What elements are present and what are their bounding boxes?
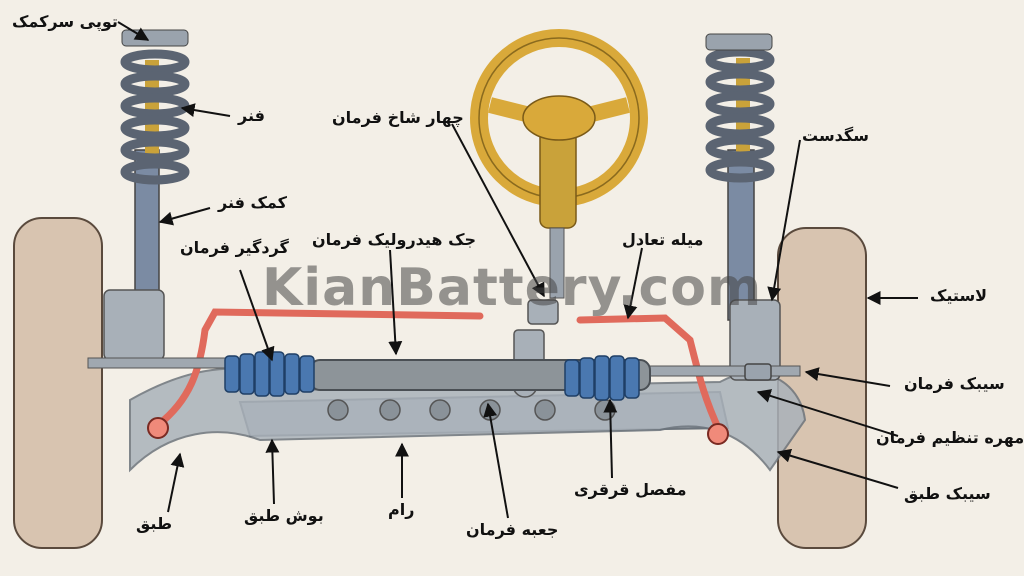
label-hydraulic-jack: جک هیدرولیک فرمان <box>312 230 476 249</box>
left-tire <box>13 217 103 549</box>
label-knuckle: سگدست <box>802 126 869 145</box>
tie-rod-right <box>639 365 801 377</box>
left-strut <box>103 29 190 361</box>
label-control-arm: طبق <box>136 514 173 533</box>
label-shock: کمک فنر <box>218 193 287 212</box>
label-stabilizer: میله تعادل <box>622 230 704 249</box>
boot-left <box>224 351 315 397</box>
label-strut-mount: توپی سرکمک <box>12 12 118 31</box>
leader-lines <box>117 21 918 519</box>
label-lower-ball: سیبک طبق <box>904 484 991 503</box>
label-steering-box: جعبه فرمان <box>466 520 559 539</box>
label-adjust-nut: مهره تنظیم فرمان <box>876 428 1024 447</box>
label-arm-bush: بوش طبق <box>244 506 324 525</box>
right-strut <box>705 33 781 381</box>
stabilizer-end-right <box>707 423 729 445</box>
stabilizer-end-left <box>147 417 169 439</box>
label-frame: رام <box>388 500 415 519</box>
steering-wheel <box>470 29 648 299</box>
adjust-nut <box>744 363 772 381</box>
stabilizer-bar <box>154 308 724 436</box>
label-boot: گردگیر فرمان <box>180 238 289 257</box>
label-tie-rod: سیبک فرمان <box>904 374 1005 393</box>
label-pitman: چهار شاخ فرمان <box>332 108 464 127</box>
boot-right <box>564 355 640 401</box>
watermark: KianBattery.com <box>262 258 763 318</box>
label-universal-joint: مفصل قرقری <box>574 480 687 499</box>
label-tire: لاستیک <box>930 286 988 305</box>
label-spring: فنر <box>238 106 265 125</box>
tie-rod-left <box>87 357 239 369</box>
